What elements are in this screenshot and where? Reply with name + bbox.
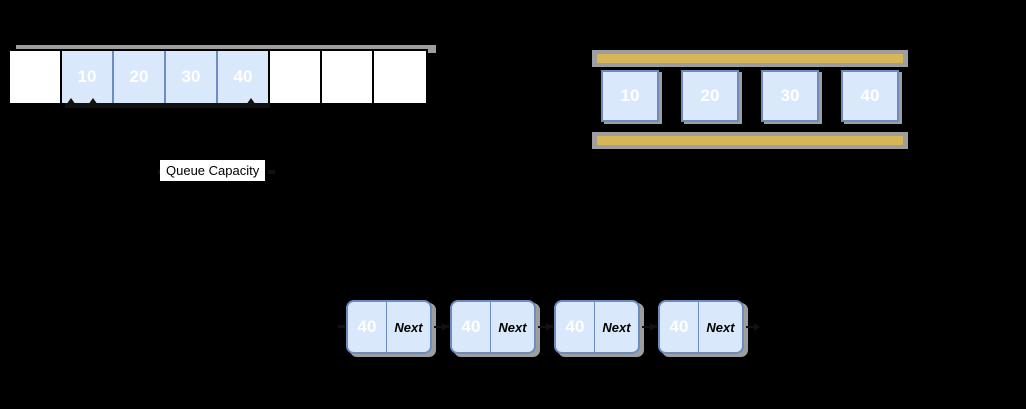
array-cell-filled: 10 [62,51,114,103]
array-cell-empty [374,51,426,103]
arrow-shaft [642,326,651,328]
array-cell-value: 10 [77,67,97,86]
linked-list-node-value: 40 [452,302,491,352]
linked-list-node: 40 Next [450,300,540,357]
linked-list-node-body: 40 Next [658,300,744,354]
conveyor-box-value: 40 [860,86,880,105]
conveyor-top-rail [597,54,903,63]
array-cell-empty [10,51,62,103]
array-cell-filled: 30 [166,51,218,103]
array-queue-range-underline [65,103,270,108]
conveyor-box: 10 [601,70,659,122]
linked-list-node-body: 40 Next [554,300,640,354]
array-cell-filled: 20 [114,51,166,103]
linked-list-next-arrow-icon [746,323,760,331]
array-cell-value: 40 [233,67,253,86]
linked-list-node-value: 40 [660,302,699,352]
conveyor-bottom-rail [597,136,903,145]
conveyor-box-value: 30 [780,86,800,105]
capacity-right-tick-icon [268,170,275,174]
linked-list-node-body: 40 Next [346,300,432,354]
conveyor-box: 20 [681,70,739,122]
linked-list-incoming-stub-icon [650,325,657,328]
linked-list-node-pointer-label: Next [706,319,735,335]
array-queue-rear-marker-icon [246,98,256,105]
linked-list-incoming-stub-icon [442,325,449,328]
conveyor-queue-diagram: 10 20 30 40 [592,50,908,150]
linked-list-node-value: 40 [348,302,387,352]
array-cell-empty [270,51,322,103]
conveyor-box: 30 [761,70,819,122]
linked-list-incoming-stub-icon [338,325,345,328]
linked-list-node-value: 40 [556,302,595,352]
conveyor-box-value: 10 [620,86,640,105]
array-cell-value: 30 [181,67,201,86]
linked-list-node-pointer-label: Next [394,319,423,335]
array-queue-front-marker-icon [66,98,76,105]
array-cell-empty [322,51,374,103]
linked-list-incoming-stub-icon [546,325,553,328]
arrow-head [754,323,760,331]
array-queue-head-marker-icon [88,98,98,105]
linked-list-node-pointer-label: Next [498,319,527,335]
arrow-shaft [434,326,443,328]
array-queue-cells: 10 20 30 40 [8,49,428,105]
array-queue-diagram: 10 20 30 40 [8,45,436,108]
array-cell-value: 20 [129,67,149,86]
queue-capacity-label: Queue Capacity [160,160,266,181]
linked-list-node: 40 Next [346,300,436,357]
conveyor-box: 40 [841,70,899,122]
arrow-shaft [746,326,755,328]
linked-list-node: 40 Next [658,300,748,357]
conveyor-box-value: 20 [700,86,720,105]
arrow-shaft [538,326,547,328]
linked-list-node: 40 Next [554,300,644,357]
linked-list-node-pointer-label: Next [602,319,631,335]
array-cell-filled: 40 [218,51,270,103]
linked-list-node-body: 40 Next [450,300,536,354]
